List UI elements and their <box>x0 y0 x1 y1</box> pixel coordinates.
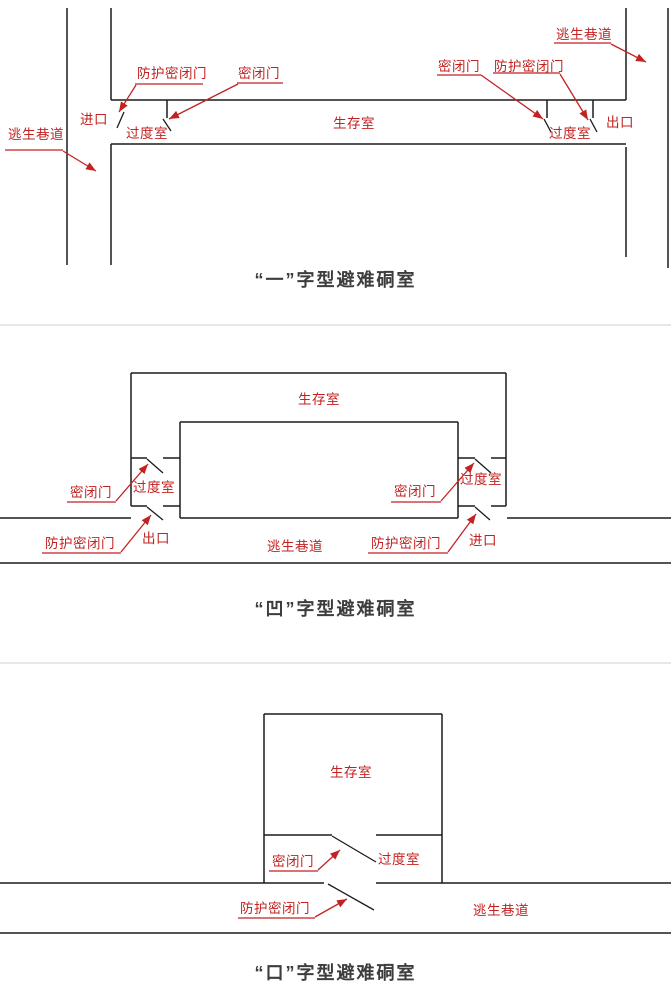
label-transition-room: 过度室 <box>549 126 591 141</box>
leader-airtight-door-left <box>168 83 239 120</box>
door-leaves-kou <box>327 835 377 911</box>
label-transition-room: 过度室 <box>378 852 420 867</box>
leader-protective-door-right <box>559 73 589 121</box>
leader-escape-tunnel-left <box>62 150 97 172</box>
label-escape-tunnel: 逃生巷道 <box>473 903 529 918</box>
label-transition-room: 过度室 <box>133 480 175 495</box>
diagram-kou <box>0 713 671 934</box>
caption-kou-type: “口”字型避难硐室 <box>254 963 417 983</box>
leader-airtight-door-right <box>440 462 475 502</box>
label-underlines-kou <box>238 870 318 919</box>
label-survival-room: 生存室 <box>330 765 372 780</box>
leader-protective-door-right <box>447 513 477 553</box>
diagram-yi <box>5 8 669 268</box>
label-transition-room: 过度室 <box>460 472 502 487</box>
leader-protective-door <box>314 898 348 918</box>
label-underlines-yi <box>5 42 611 151</box>
leader-protective-door-left <box>120 514 152 553</box>
label-protective-door: 防护密闭门 <box>494 59 564 74</box>
label-protective-door: 防护密闭门 <box>240 901 310 916</box>
label-airtight-door: 密闭门 <box>272 854 314 869</box>
label-survival-room: 生存室 <box>333 116 375 131</box>
door-leaves-ao <box>146 458 492 521</box>
leader-airtight-door-right <box>480 74 544 120</box>
label-protective-door: 防护密闭门 <box>371 536 441 551</box>
label-entrance: 进口 <box>469 533 497 548</box>
leader-escape-tunnel-topright <box>610 43 647 63</box>
label-protective-door: 防护密闭门 <box>137 66 207 81</box>
label-underlines-ao <box>42 501 448 554</box>
diagram-ao <box>0 372 671 564</box>
walls-ao <box>0 372 671 564</box>
section-divider <box>0 662 671 664</box>
walls-yi <box>66 8 669 268</box>
label-survival-room: 生存室 <box>298 392 340 407</box>
label-airtight-door: 密闭门 <box>238 66 280 81</box>
leader-airtight-door <box>317 849 341 871</box>
walls-kou <box>0 713 671 934</box>
caption-yi-type: “一”字型避难硐室 <box>254 270 417 290</box>
label-escape-tunnel: 逃生巷道 <box>267 539 323 554</box>
label-escape-tunnel: 逃生巷道 <box>556 27 612 42</box>
label-entrance: 进口 <box>80 112 108 127</box>
door-leaves-yi <box>116 111 598 133</box>
label-exit: 出口 <box>606 115 634 130</box>
leader-protective-door-left <box>118 84 137 113</box>
label-transition-room: 过度室 <box>126 126 168 141</box>
label-protective-door: 防护密闭门 <box>45 536 115 551</box>
section-divider <box>0 324 671 326</box>
label-airtight-door: 密闭门 <box>438 59 480 74</box>
label-airtight-door: 密闭门 <box>70 485 112 500</box>
label-airtight-door: 密闭门 <box>394 484 436 499</box>
label-exit: 出口 <box>142 531 170 546</box>
caption-ao-type: “凹”字型避难硐室 <box>254 599 417 619</box>
label-escape-tunnel: 逃生巷道 <box>8 127 64 142</box>
leader-airtight-door-left <box>115 463 149 502</box>
